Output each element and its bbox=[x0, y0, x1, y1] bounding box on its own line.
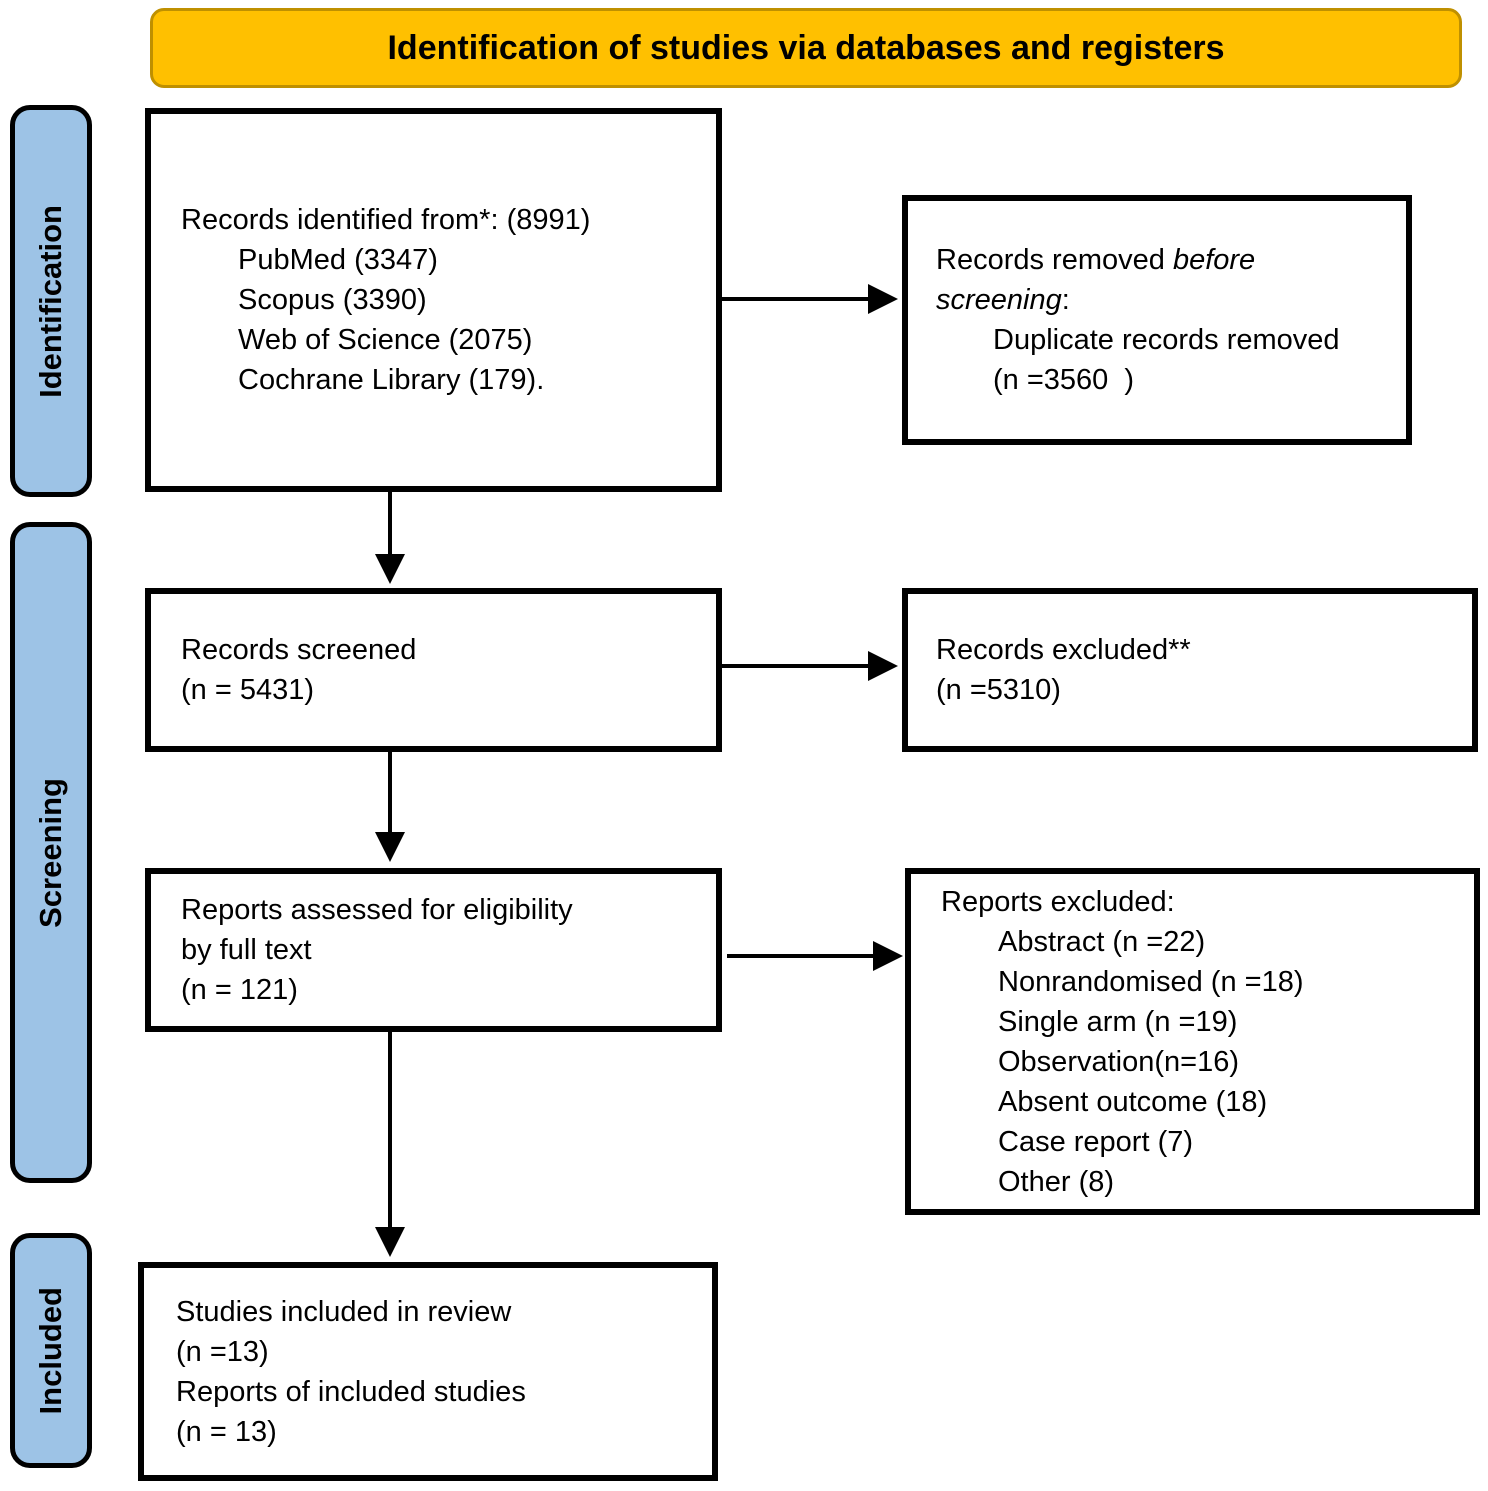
reports-assessed-line2: by full text bbox=[181, 934, 312, 966]
records-identified-source: Cochrane Library (179). bbox=[238, 364, 545, 396]
stage-label-identification: Identification bbox=[10, 105, 92, 497]
box-records-identified: Records identified from*: (8991) PubMed … bbox=[145, 108, 722, 492]
included-studies-line1: Studies included in review bbox=[176, 1295, 512, 1328]
included-studies-line4: (n = 13) bbox=[176, 1415, 277, 1448]
arrow-head-icon bbox=[375, 832, 405, 862]
records-screened-line1: Records screened bbox=[181, 634, 417, 666]
records-identified-source: Web of Science (2075) bbox=[238, 324, 533, 356]
box-records-excluded: Records excluded** (n =5310) bbox=[902, 588, 1478, 752]
records-screened-line2: (n = 5431) bbox=[181, 674, 315, 706]
stage-label-included-text: Included bbox=[33, 1286, 68, 1415]
included-studies-line3: Reports of included studies bbox=[176, 1375, 526, 1408]
arrow-shaft bbox=[722, 664, 868, 668]
stage-label-screening-text: Screening bbox=[33, 777, 68, 928]
reports-excluded-reason: Abstract (n =22) bbox=[998, 925, 1206, 958]
records-removed-title: Records removed before screening: bbox=[936, 240, 1346, 320]
box-records-screened: Records screened (n = 5431) bbox=[145, 588, 722, 752]
records-removed-prefix: Records removed bbox=[936, 244, 1173, 276]
arrow-shaft bbox=[727, 954, 873, 958]
arrow-head-icon bbox=[375, 554, 405, 584]
records-removed-detail: Duplicate records removed (n =3560 ) bbox=[993, 324, 1340, 396]
reports-assessed-line3: (n = 121) bbox=[181, 974, 298, 1006]
records-identified-source: PubMed (3347) bbox=[238, 244, 438, 276]
reports-excluded-reason: Nonrandomised (n =18) bbox=[998, 965, 1304, 998]
banner-title: Identification of studies via databases … bbox=[387, 28, 1225, 67]
records-identified-title: Records identified from*: (8991) bbox=[181, 204, 591, 236]
reports-excluded-title: Reports excluded: bbox=[941, 885, 1175, 918]
reports-excluded-reason: Single arm (n =19) bbox=[998, 1005, 1238, 1038]
arrow-head-icon bbox=[868, 284, 898, 314]
reports-excluded-reason: Other (8) bbox=[998, 1165, 1115, 1198]
records-excluded-line2: (n =5310) bbox=[936, 674, 1061, 706]
reports-excluded-reason: Case report (7) bbox=[998, 1125, 1194, 1158]
stage-label-screening: Screening bbox=[10, 522, 92, 1183]
records-removed-italic: before screening bbox=[936, 244, 1256, 316]
banner: Identification of studies via databases … bbox=[150, 8, 1462, 88]
box-reports-excluded: Reports excluded: Abstract (n =22) Nonra… bbox=[905, 868, 1480, 1215]
arrow-head-icon bbox=[868, 651, 898, 681]
records-identified-source: Scopus (3390) bbox=[238, 284, 427, 316]
stage-label-identification-text: Identification bbox=[33, 204, 68, 398]
reports-excluded-reason: Observation(n=16) bbox=[998, 1045, 1239, 1078]
included-studies-line2: (n =13) bbox=[176, 1335, 269, 1368]
records-excluded-line1: Records excluded** bbox=[936, 634, 1191, 666]
reports-assessed-line1: Reports assessed for eligibility bbox=[181, 894, 573, 926]
stage-label-included: Included bbox=[10, 1233, 92, 1468]
box-records-removed: Records removed before screening: Duplic… bbox=[902, 195, 1412, 445]
arrow-head-icon bbox=[873, 941, 903, 971]
arrow-shaft bbox=[388, 1032, 392, 1228]
arrow-shaft bbox=[722, 297, 868, 301]
arrow-head-icon bbox=[375, 1227, 405, 1257]
reports-excluded-reason: Absent outcome (18) bbox=[998, 1085, 1268, 1118]
arrow-shaft bbox=[388, 752, 392, 833]
arrow-shaft bbox=[388, 492, 392, 555]
box-included-studies: Studies included in review (n =13) Repor… bbox=[138, 1262, 718, 1481]
records-removed-suffix: : bbox=[1061, 284, 1070, 316]
box-reports-assessed: Reports assessed for eligibility by full… bbox=[145, 868, 722, 1032]
